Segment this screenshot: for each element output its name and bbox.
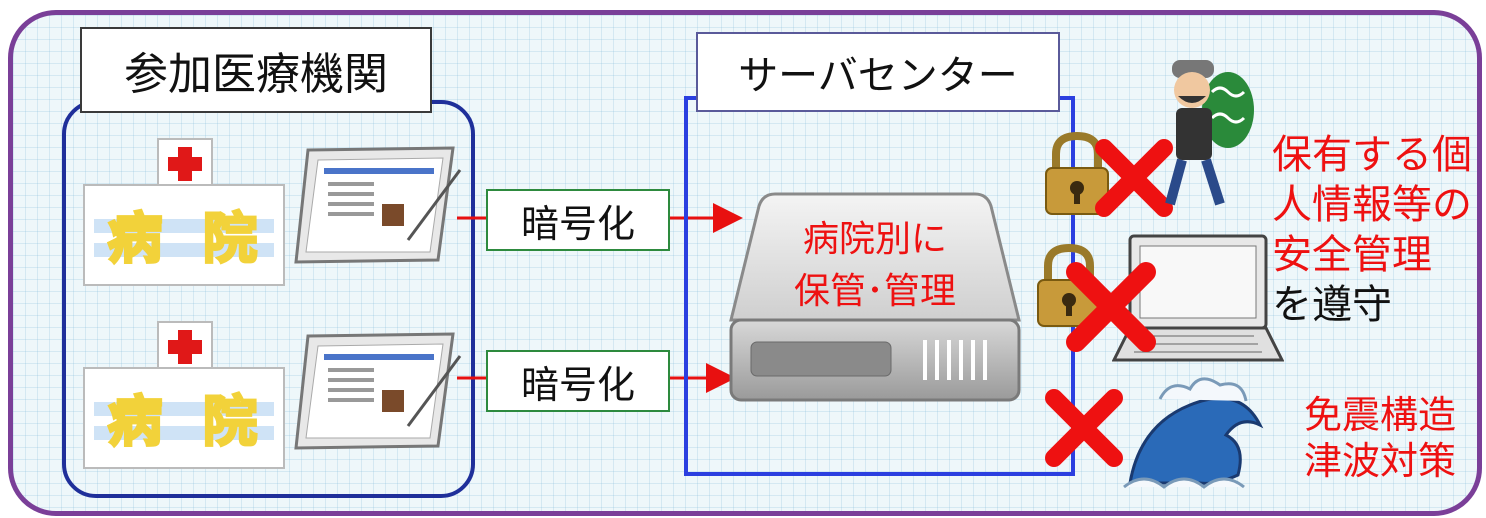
disaster-note: 免震構造 津波対策 (1290, 392, 1470, 484)
cross-mark-icon (1045, 389, 1123, 467)
tablet-icon (294, 332, 462, 450)
server-storage-note: 病院別に 保管･管理 (745, 214, 1005, 318)
hospital-sign-left: 病 (108, 390, 162, 453)
encryption-label: 暗号化 (486, 189, 670, 251)
encryption-arrows (457, 203, 743, 393)
security-line-1: 保有する個 (1272, 132, 1472, 178)
cross-mark-icon (1066, 262, 1156, 352)
security-line-2: 人情報等の (1272, 182, 1472, 228)
encryption-label: 暗号化 (486, 350, 670, 412)
hospital-building-icon: 病 院 (83, 138, 285, 286)
hospital-group-title: 参加医療機関 (80, 27, 432, 113)
cross-mark-icon (1095, 139, 1173, 217)
server-center-title: サーバセンター (696, 32, 1060, 112)
security-note: 保有する個 人情報等の 安全管理 を遵守 (1272, 130, 1477, 330)
hospital-building-icon: 病 院 (83, 321, 285, 469)
hospital-sign-right: 院 (203, 390, 257, 453)
tsunami-wave-icon (1123, 377, 1264, 489)
storage-line-1: 病院別に (802, 219, 947, 260)
hard-drive-icon (729, 192, 1021, 402)
security-line-4: を遵守 (1272, 282, 1392, 328)
storage-line-2: 保管･管理 (793, 271, 956, 312)
thief-icon (1165, 60, 1254, 206)
hospital-sign-left: 病 (108, 207, 162, 270)
padlock-icon (1045, 131, 1109, 215)
security-line-3: 安全管理 (1272, 232, 1432, 278)
disaster-line-2: 津波対策 (1303, 439, 1456, 483)
tablet-icon (294, 146, 462, 264)
hospital-sign-right: 院 (203, 207, 257, 270)
disaster-line-1: 免震構造 (1303, 393, 1456, 437)
laptop-icon (1112, 234, 1284, 362)
